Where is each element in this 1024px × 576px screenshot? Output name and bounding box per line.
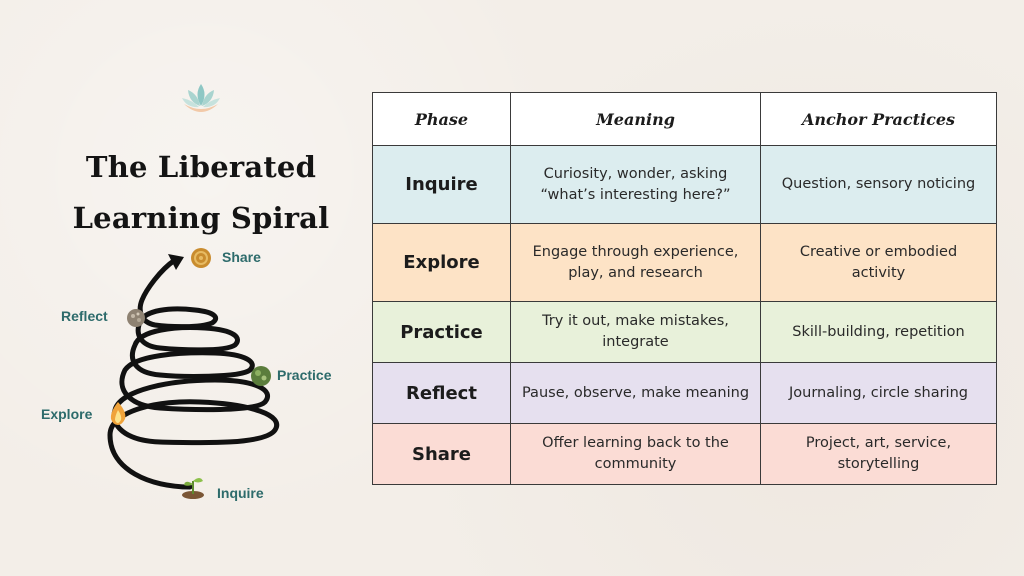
phase-cell: Inquire	[372, 145, 511, 224]
page-title: The Liberated Learning Spiral	[60, 142, 342, 244]
phase-table: Phase Meaning Anchor Practices Inquire C…	[372, 92, 997, 485]
phase-cell: Reflect	[372, 362, 511, 424]
meaning-cell: Pause, observe, make meaning	[510, 362, 761, 424]
sprout-icon	[182, 478, 204, 499]
spiral-path	[107, 257, 280, 490]
meaning-cell: Try it out, make mistakes, integrate	[510, 301, 761, 363]
phase-cell: Explore	[372, 223, 511, 302]
table-row: Share Offer learning back to the communi…	[372, 423, 997, 485]
header-meaning: Meaning	[510, 92, 761, 146]
spiral-arrowhead-icon	[168, 254, 184, 270]
title-line-2: Learning Spiral	[72, 201, 330, 235]
practices-cell: Project, art, service, storytelling	[760, 423, 997, 485]
practices-cell: Question, sensory noticing	[760, 145, 997, 224]
meaning-cell: Engage through experience, play, and res…	[510, 223, 761, 302]
spiral-label-share: Share	[222, 249, 261, 265]
meaning-cell: Curiosity, wonder, asking “what’s intere…	[510, 145, 761, 224]
title-line-1: The Liberated	[85, 150, 317, 184]
spiral-label-inquire: Inquire	[217, 485, 264, 501]
table-row: Reflect Pause, observe, make meaning Jou…	[372, 362, 997, 424]
spiral-label-practice: Practice	[277, 367, 332, 383]
table-header-row: Phase Meaning Anchor Practices	[372, 92, 997, 146]
sun-coin-icon	[191, 248, 211, 268]
spiral-label-reflect: Reflect	[61, 308, 108, 324]
spiral-diagram	[107, 248, 280, 499]
practices-cell: Journaling, circle sharing	[760, 362, 997, 424]
green-seed-icon	[251, 366, 271, 386]
phase-cell: Practice	[372, 301, 511, 363]
stone-icon	[127, 309, 145, 327]
phase-cell: Share	[372, 423, 511, 485]
header-phase: Phase	[372, 92, 511, 146]
practices-cell: Skill-building, repetition	[760, 301, 997, 363]
header-anchor-practices: Anchor Practices	[760, 92, 997, 146]
meaning-cell: Offer learning back to the community	[510, 423, 761, 485]
spiral-label-explore: Explore	[41, 406, 93, 422]
lotus-icon	[182, 84, 220, 112]
table-row: Explore Engage through experience, play,…	[372, 223, 997, 302]
table-row: Inquire Curiosity, wonder, asking “what’…	[372, 145, 997, 224]
flame-icon	[110, 402, 126, 425]
table-row: Practice Try it out, make mistakes, inte…	[372, 301, 997, 363]
practices-cell: Creative or embodied activity	[760, 223, 997, 302]
